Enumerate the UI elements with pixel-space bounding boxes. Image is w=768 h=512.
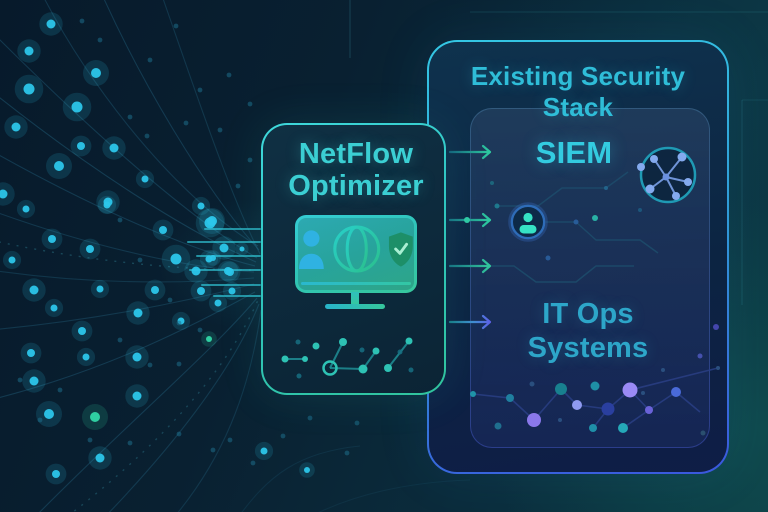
shield-check-icon xyxy=(389,231,414,267)
siem-label: SIEM xyxy=(535,135,613,170)
monitor-stand xyxy=(351,292,359,305)
netflow-mini-network-graph xyxy=(281,337,414,379)
globe-icon xyxy=(333,225,380,273)
user-icon xyxy=(298,230,324,269)
security-stack-title: Existing Security Stack xyxy=(470,61,686,122)
itops-systems-label: IT Ops Systems xyxy=(527,298,649,364)
monitor-icon-row xyxy=(298,224,414,274)
itops-network-graph xyxy=(470,366,720,436)
background-circuit-lines xyxy=(349,0,768,305)
monitor-icon xyxy=(295,215,417,293)
flow-particles xyxy=(0,12,360,485)
netflow-optimizer-title: NetFlow Optimizer xyxy=(288,138,424,202)
monitor-stand-base xyxy=(325,304,385,309)
monitor-bezel xyxy=(301,282,411,285)
network-nodes-icon xyxy=(637,146,697,204)
user-badge-icon xyxy=(508,202,548,242)
flow-arrows xyxy=(448,144,492,330)
